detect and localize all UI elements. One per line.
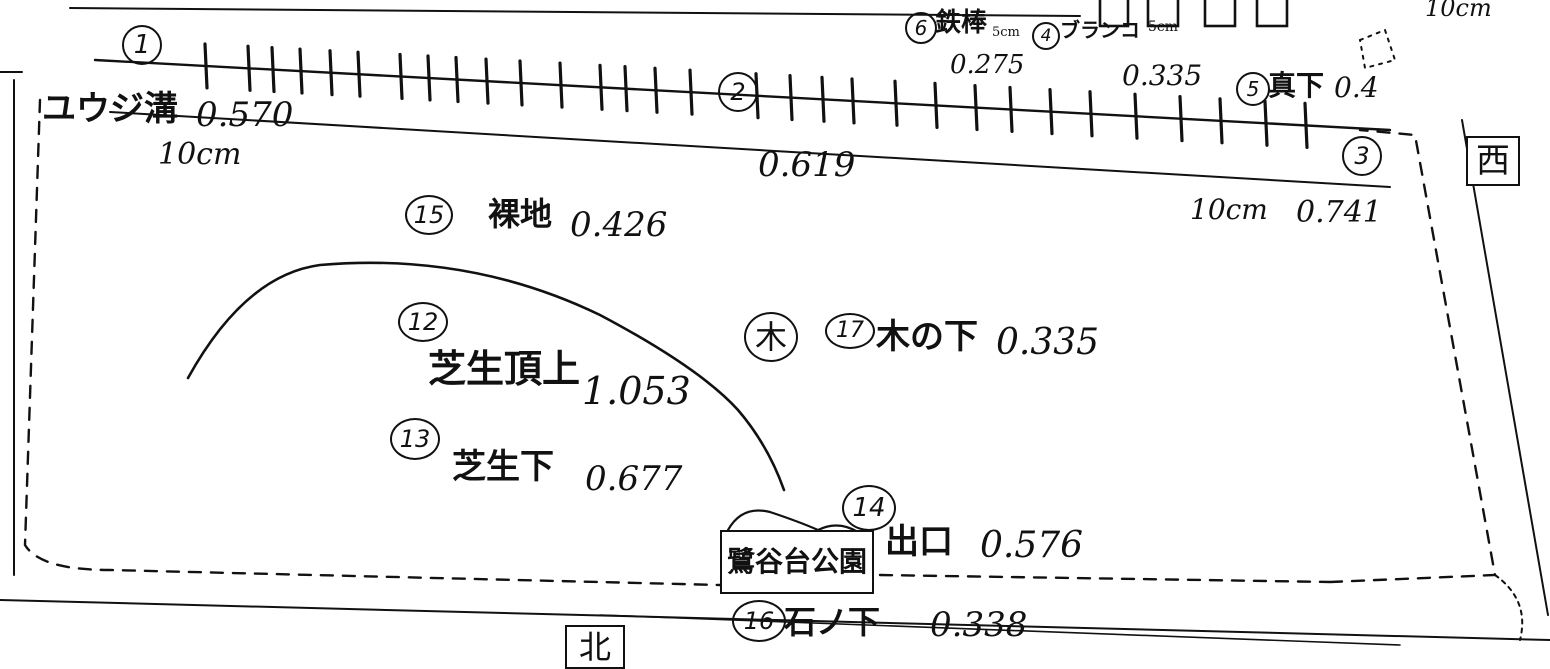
point-5-value: 0.4 [1334,71,1379,104]
fence-tick [933,81,939,130]
point-12-name: 芝生頂上 [428,346,581,391]
point-3-value: 0.741 [1296,195,1382,230]
point-3-number: 3 [1342,136,1382,176]
fence-tick [426,54,432,102]
fence-tick [356,50,362,98]
park-name-sign: 鷺谷台公園 [720,530,874,594]
fence-tick [203,42,209,90]
ditch-name: ユウジ溝 [42,89,178,129]
point-16-number: 16 [732,600,786,642]
fence-tick [973,83,979,132]
point-14-name: 出口 [885,522,953,562]
fence-tick [1303,101,1309,150]
point-4-name: ブランコ [1060,18,1140,42]
fence-tick [298,47,304,95]
fence-tick [1133,92,1139,140]
point-4-number: 4 [1032,22,1060,50]
point-6-depth: 5cm [992,25,1020,40]
fence-tick [788,73,794,122]
point-15-value: 0.426 [570,205,668,245]
top-right-unit: 10cm [1425,0,1492,22]
bottom-right-corner [1494,574,1524,641]
point-4-depth: 5cm [1148,19,1179,35]
point-16-name: 石ノ下 [784,603,881,641]
tree-symbol: 木 [744,312,798,362]
point-3-depth: 10cm [1190,193,1268,226]
fence-tick [850,77,856,125]
fence-tick [270,45,276,94]
ditch-value: 0.570 [196,95,294,135]
fence-tick [246,44,252,92]
point-2-value: 0.619 [758,145,856,185]
fence-tick [518,59,524,107]
fence-lower-line [109,111,1391,188]
fence-tick [1048,88,1054,136]
point-1-number: 1 [122,25,162,65]
west-direction-label: 西 [1466,136,1520,186]
north-direction-label: 北 [565,625,625,669]
point-13-value: 0.677 [585,459,683,499]
fence-tick [820,75,826,123]
point-5-number: 5 [1236,72,1270,106]
fence-tick [484,57,490,105]
point-15-name: 裸地 [488,195,553,233]
point-12-number: 12 [398,302,448,342]
fence-tick [328,49,334,97]
point-4-value: 0.335 [1122,59,1203,92]
fence-tick [558,61,564,109]
fence-tick [653,66,659,114]
point-16-value: 0.338 [930,605,1028,645]
ditch-depth: 10cm [158,137,242,172]
fence-tick [398,52,404,101]
point-2-number: 2 [718,72,758,112]
fence-tick [1088,90,1094,138]
point-13-name: 芝生下 [452,447,554,487]
fence-tick [893,79,899,127]
point-6-name: 鉄棒 [935,8,988,38]
fence-tick [1263,99,1269,147]
point-6-number: 6 [905,12,937,44]
point-12-value: 1.053 [582,369,691,413]
point-13-number: 13 [390,418,440,460]
fence-tick [623,65,629,113]
fence-tick [1218,97,1224,145]
point-5-name: 真下 [1268,69,1325,102]
fence-tick [454,55,460,104]
fence-tick [598,63,604,111]
point-17-value: 0.335 [996,322,1100,363]
lawn-mound-curve [186,261,786,492]
park-boundary-dashed [23,98,1497,587]
fence-tick [688,68,694,116]
boundary-corner-dotted [1358,28,1397,70]
fence-tick [1178,95,1184,143]
point-17-number: 17 [825,313,875,349]
fence-tick [1008,85,1014,134]
point-14-value: 0.576 [980,525,1084,566]
entrance-bump [726,509,860,534]
point-6-value: 0.275 [950,50,1025,80]
point-17-name: 木の下 [876,317,978,357]
right-road-line [1461,119,1549,616]
point-15-number: 15 [405,195,453,235]
playground-equipment [1098,0,1289,28]
fence-ticks [203,42,1309,150]
